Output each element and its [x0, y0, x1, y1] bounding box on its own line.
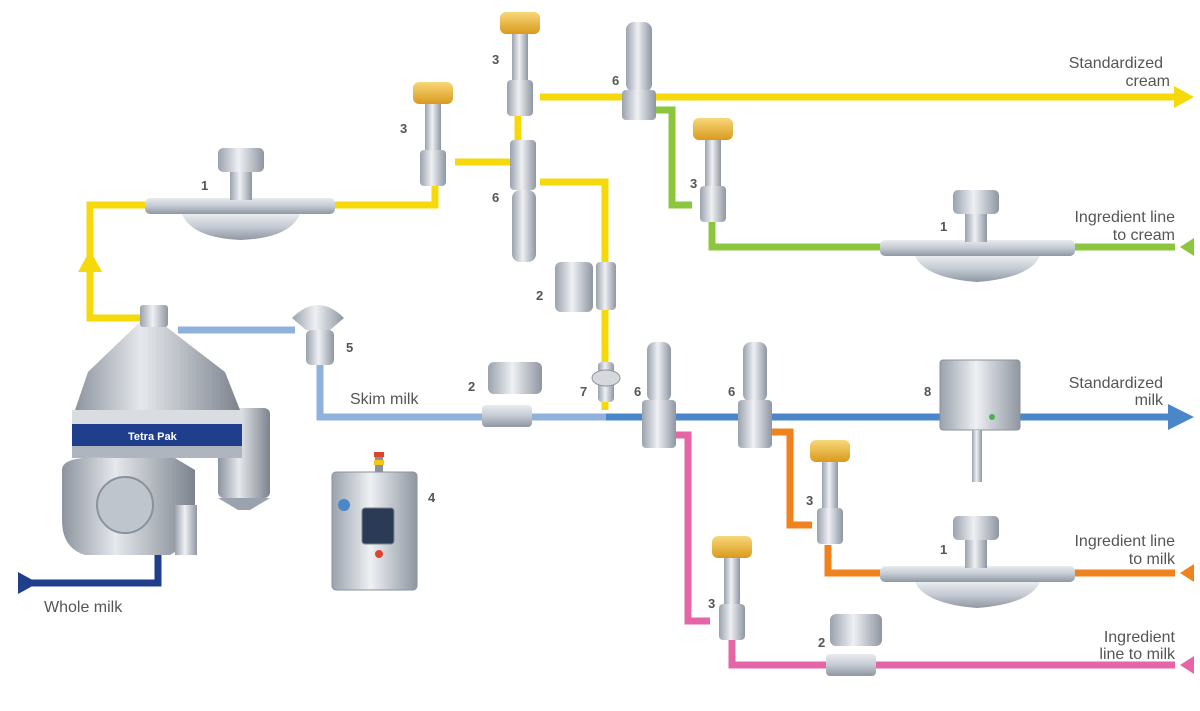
num-meter-cream: 2 — [536, 288, 543, 303]
num-valve6-milk-b: 6 — [728, 384, 735, 399]
flowmeter-main — [145, 148, 335, 240]
standardized-milk-line2: milk — [1135, 392, 1164, 409]
control-valve-pink — [712, 536, 752, 640]
num-sampler: 7 — [580, 384, 587, 399]
skim-milk-label: Skim milk — [350, 391, 419, 408]
num-valve-green: 3 — [690, 176, 697, 191]
num-valve6-mid: 6 — [492, 190, 499, 205]
num-regulator: 5 — [346, 340, 353, 355]
separator-band — [72, 424, 242, 446]
pink-pipe-b — [728, 640, 1175, 669]
valve-6-milk-b — [738, 342, 772, 448]
standardized-cream-line2: cream — [1126, 73, 1170, 90]
green-in-arrow — [1180, 238, 1194, 256]
num-valve6-top: 6 — [612, 73, 619, 88]
cream-pipe-main — [86, 201, 150, 322]
regulator-valve — [292, 305, 344, 365]
num-flowmeter-milk: 1 — [940, 542, 947, 557]
orange-pipe-a — [770, 428, 812, 529]
separator-cone — [75, 322, 240, 410]
cream-pipe-d — [540, 178, 609, 410]
valve-6-milk-a — [642, 342, 676, 448]
control-valve-top — [500, 12, 540, 116]
ingredient-milk-pink-line1: Ingredient — [1104, 629, 1176, 646]
cream-up-arrow — [78, 250, 102, 272]
milk-out-arrow — [1168, 404, 1194, 430]
num-meter-pink: 2 — [818, 635, 825, 650]
stream-labels: Standardized cream Ingredient line to cr… — [44, 55, 1176, 663]
num-valve6-milk-a: 6 — [634, 384, 641, 399]
num-panel: 4 — [428, 490, 436, 505]
cream-pipe-a — [330, 185, 439, 209]
sampler — [591, 362, 621, 402]
pink-pipe-a — [670, 431, 710, 625]
ingredient-cream-line2: to cream — [1113, 227, 1175, 244]
flowmeter-milk — [880, 516, 1075, 608]
control-valve-left — [413, 82, 453, 186]
orange-in-arrow — [1180, 564, 1194, 582]
valve-6-top — [622, 22, 656, 120]
num-valve-pink: 3 — [708, 596, 715, 611]
control-valve-orange — [810, 440, 850, 544]
meter-skim — [482, 362, 542, 427]
num-valve-left: 3 — [400, 121, 407, 136]
num-analyzer: 8 — [924, 384, 931, 399]
ingredient-cream-line1: Ingredient line — [1074, 209, 1175, 226]
whole-milk-label: Whole milk — [44, 599, 123, 616]
meter-pink — [826, 614, 882, 676]
pink-in-arrow — [1180, 656, 1194, 674]
num-valve-orange: 3 — [806, 493, 813, 508]
standardized-milk-line1: Standardized — [1069, 375, 1163, 392]
ingredient-milk-orange-line2: to milk — [1129, 551, 1176, 568]
separator: Tetra Pak — [62, 305, 270, 555]
num-valve-top: 3 — [492, 52, 499, 67]
control-valve-green — [693, 118, 733, 222]
green-pipe — [655, 106, 692, 209]
valve-6-mid — [510, 140, 536, 262]
arrows — [18, 86, 1194, 674]
analyzer-box — [939, 359, 1021, 482]
tetra-pak-logo: Tetra Pak — [128, 431, 178, 443]
control-panel — [331, 452, 418, 591]
num-flowmeter-cream: 1 — [940, 219, 947, 234]
ingredient-milk-pink-line2: line to milk — [1099, 646, 1176, 663]
cream-out-arrow — [1174, 86, 1194, 108]
cream-pipe-b — [455, 112, 522, 166]
ingredient-milk-orange-line1: Ingredient line — [1074, 533, 1175, 550]
flowmeter-cream — [880, 190, 1075, 282]
num-flowmeter-main: 1 — [201, 178, 208, 193]
whole-milk-arrow — [18, 572, 38, 594]
num-meter-skim: 2 — [468, 379, 475, 394]
meter-cream — [555, 262, 616, 312]
separator-top-outlet — [140, 305, 168, 327]
component-numbers: 1 1 1 3 3 3 3 3 2 2 2 6 6 6 6 4 5 7 8 — [201, 52, 947, 650]
standardized-cream-line1: Standardized — [1069, 55, 1163, 72]
